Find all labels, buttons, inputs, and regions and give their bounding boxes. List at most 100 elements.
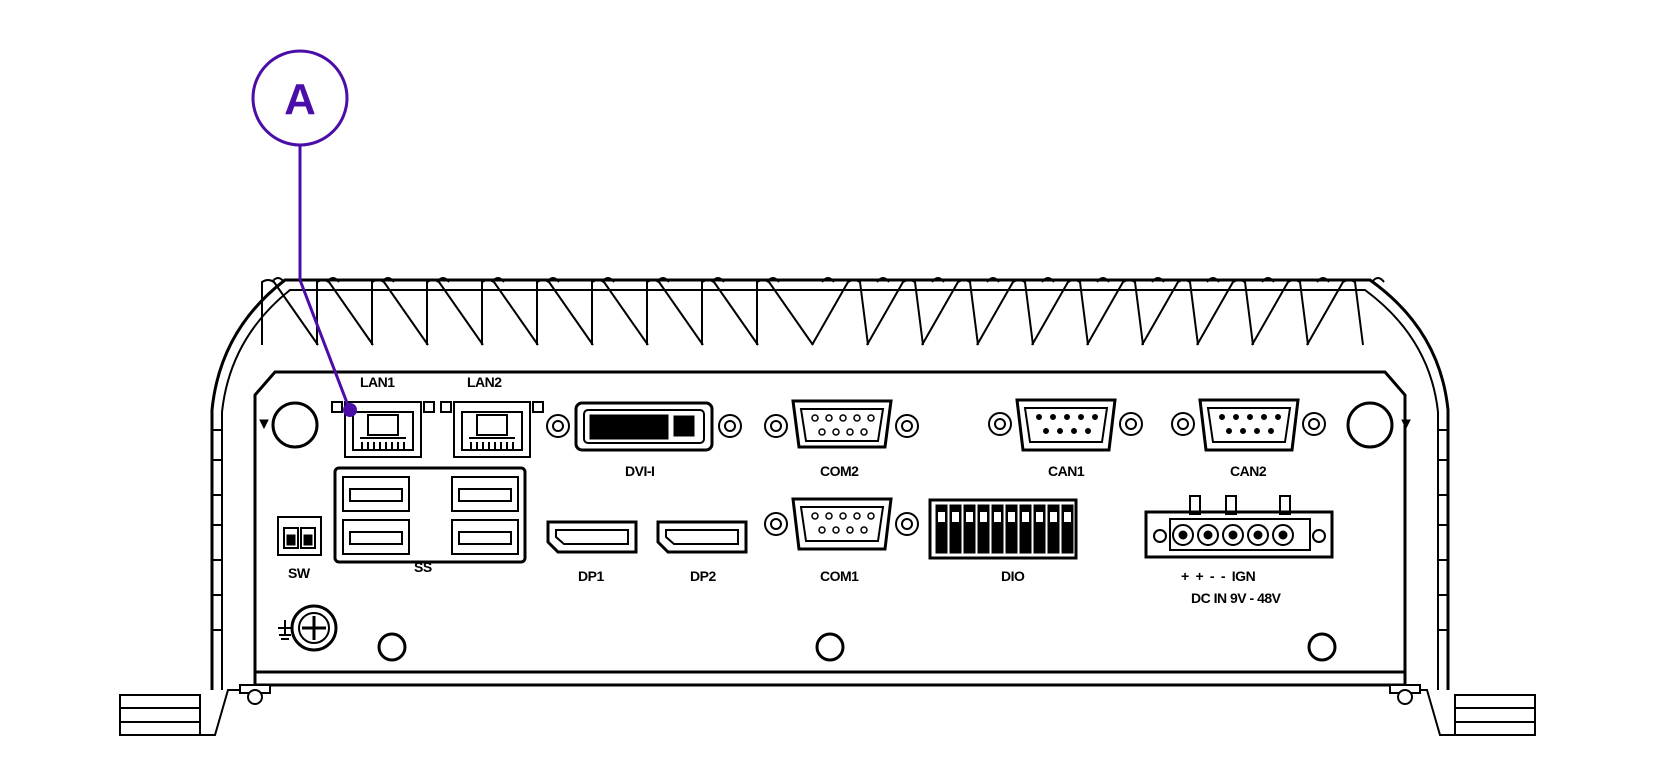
com2-port — [764, 399, 919, 449]
dio-pin-slot — [938, 512, 945, 522]
heatsink-fin — [1141, 279, 1199, 346]
heatsink-fin — [976, 279, 1034, 346]
dio-pin-slot — [952, 512, 959, 522]
dio-pin-slot — [1008, 512, 1015, 522]
heatsink-fin-tip — [1316, 277, 1330, 283]
heatsink-fin-tip — [601, 277, 615, 283]
heatsink-fin-tip — [1261, 277, 1275, 283]
front-panel — [239, 370, 1421, 705]
panel-screws — [259, 401, 1411, 662]
dio-pin-slot — [994, 512, 1001, 522]
heatsink-fin-tip — [1206, 277, 1220, 283]
heatsink-fin — [1086, 279, 1144, 346]
can1-port — [988, 398, 1143, 452]
ground-symbol-icon — [278, 620, 292, 640]
ground-screw — [278, 604, 338, 652]
callout-a: A — [251, 49, 357, 417]
dc-pin-labels: + + - - IGN — [1181, 568, 1256, 584]
heatsink-fin-tip — [876, 277, 890, 283]
dio-pin-slot — [980, 512, 987, 522]
right-mounting-bracket — [1395, 689, 1536, 736]
heatsink-fin-tip — [1371, 277, 1385, 283]
dio-pin-slot — [966, 512, 973, 522]
usb-ports — [333, 466, 527, 564]
heatsink-fin-tip — [711, 277, 725, 283]
callout-circle — [251, 49, 349, 147]
dio-connector — [928, 498, 1078, 560]
heatsink-fin-tip — [326, 277, 340, 283]
heatsink-fin — [811, 279, 869, 346]
dp1-port — [546, 520, 638, 554]
heatsink-fin — [426, 279, 484, 346]
lan2-label: LAN2 — [467, 374, 502, 390]
heatsink-fin — [316, 279, 374, 346]
lan2-port — [440, 401, 544, 458]
com2-label: COM2 — [820, 463, 859, 479]
heatsink-fin-tip — [656, 277, 670, 283]
dio-pin-slot — [1022, 512, 1029, 522]
dp2-port — [656, 520, 748, 554]
dio-pin — [1047, 504, 1060, 554]
dio-pin — [949, 504, 962, 554]
heatsink-fin — [591, 279, 649, 346]
heatsink-fin — [701, 279, 759, 346]
heatsink-fin-tip — [1096, 277, 1110, 283]
dp2-label: DP2 — [690, 568, 716, 584]
heatsink-fin-tip — [436, 277, 450, 283]
usb-label: SS — [414, 559, 432, 575]
heatsink-fin-tip — [986, 277, 1000, 283]
heatsink-fin — [866, 279, 924, 346]
dio-pin — [1019, 504, 1032, 554]
heatsink-fin-tip — [766, 277, 780, 283]
dio-pin — [1033, 504, 1046, 554]
heatsink-fin-tip — [821, 277, 835, 283]
heatsink-fin — [1306, 279, 1364, 346]
heatsink-fin — [481, 279, 539, 346]
heatsink-fin-tip — [381, 277, 395, 283]
heatsink-fin — [261, 279, 319, 346]
sw-label: SW — [288, 565, 311, 581]
dio-pin — [991, 504, 1004, 554]
heatsink-fin-tip — [1151, 277, 1165, 283]
dvi-label: DVI-I — [625, 463, 654, 479]
heatsink-fin-tip — [1041, 277, 1055, 283]
heatsink-fin-tip — [271, 277, 285, 283]
lan1-port — [331, 401, 435, 458]
heatsink-fin-tip — [931, 277, 945, 283]
com1-label: COM1 — [820, 568, 859, 584]
usb-port-2 — [451, 476, 519, 512]
can1-label: CAN1 — [1048, 463, 1085, 479]
dc-in-connector — [1144, 495, 1334, 559]
can2-port — [1171, 398, 1326, 452]
left-mounting-bracket — [119, 689, 260, 736]
dvi-port — [546, 401, 742, 452]
dio-pin-slot — [1036, 512, 1043, 522]
heatsink-fin — [536, 279, 594, 346]
heatsink-fin — [921, 279, 979, 346]
heatsink-fin — [646, 279, 704, 346]
dio-pin — [935, 504, 948, 554]
heatsink-fin — [1251, 279, 1309, 346]
heatsink-fin — [1196, 279, 1254, 346]
lan1-label: LAN1 — [360, 374, 395, 390]
heatsink-fin-tip — [546, 277, 560, 283]
callout-letter: A — [284, 75, 316, 124]
power-switch — [277, 516, 322, 556]
heatsink-fin — [371, 279, 429, 346]
dp1-label: DP1 — [578, 568, 604, 584]
can2-label: CAN2 — [1230, 463, 1267, 479]
dio-pin-slot — [1064, 512, 1071, 522]
heatsink-housing — [210, 278, 1450, 690]
callout-target-dot — [343, 403, 357, 417]
com1-port — [764, 497, 919, 551]
heatsink-fin-tip — [491, 277, 505, 283]
usb-port-1 — [342, 476, 410, 512]
heatsink-fin — [1031, 279, 1089, 346]
heatsink-fins — [261, 277, 1385, 346]
dio-pin — [1061, 504, 1074, 554]
dio-pin-slot — [1050, 512, 1057, 522]
dio-pin — [1005, 504, 1018, 554]
dio-label: DIO — [1001, 568, 1025, 584]
dc-in-label: DC IN 9V - 48V — [1191, 590, 1282, 606]
